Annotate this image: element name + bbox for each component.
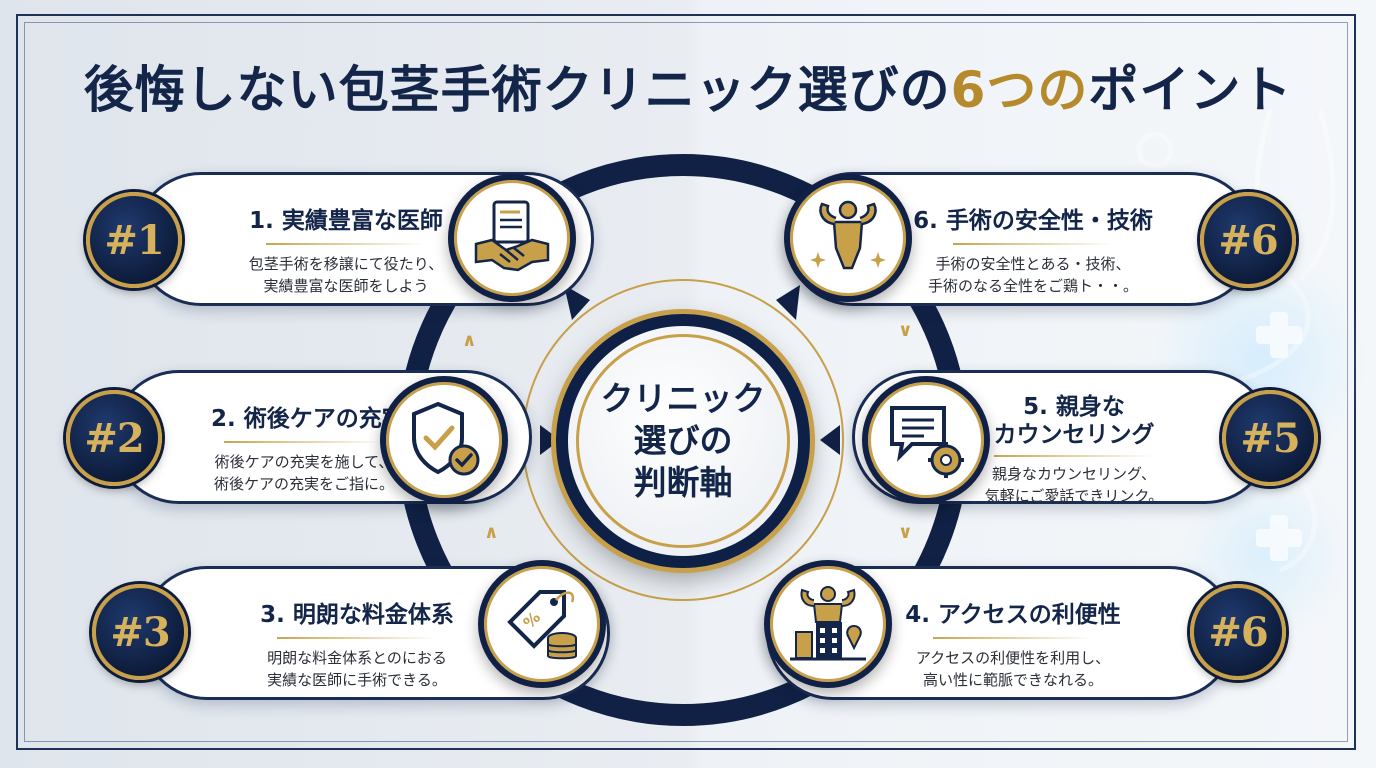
center-gold-ring [576, 334, 790, 548]
badge-number: #6 [1208, 608, 1268, 656]
price-tag-coins-icon: % [507, 590, 577, 660]
point-heading: 6. 手術の安全性・技術 [913, 208, 1153, 234]
badge-5: #5 [1222, 390, 1318, 486]
page-title: 後悔しない包茎手術クリニック選びの6つのポイント [0, 50, 1376, 122]
title-text: 後悔しない包茎手術クリニック選びの [83, 61, 951, 119]
gold-divider [994, 455, 1154, 457]
point-heading: 3. 明朗な料金体系 [260, 602, 454, 628]
point-desc: 手術のなる全性をご鶏ト・・。 [927, 277, 1138, 295]
point-heading-line: カウンセリング [993, 422, 1155, 448]
badge-1: #1 [86, 192, 182, 288]
badge-3: #3 [92, 584, 188, 680]
gold-divider [953, 243, 1113, 245]
point-desc: 高い性に範脈できなれる。 [922, 671, 1103, 689]
icon-circle-1 [448, 174, 576, 302]
point-heading: 4. アクセスの利便性 [905, 602, 1121, 628]
title-text-end: ポイント [1088, 61, 1293, 119]
badge-6-bottom: #6 [1190, 584, 1286, 680]
point-desc: 気軽にご愛話できリンク。 [984, 487, 1164, 505]
point-desc: 術後ケアの充実を施して、 [214, 453, 394, 471]
chat-gear-icon [890, 406, 964, 478]
icon-circle-4 [764, 560, 892, 688]
center-hub: クリニック 選びの 判断軸 [556, 314, 810, 568]
icon-circle-5 [862, 376, 990, 504]
badge-number: #5 [1240, 414, 1300, 462]
point-heading: 1. 実績豊富な医師 [249, 208, 443, 234]
badge-number: #1 [104, 216, 164, 264]
point-desc: 実績豊富な医師をしよう [263, 277, 429, 295]
strong-body-icon [810, 200, 886, 270]
chevron-down-icon: ∨ [898, 522, 913, 543]
shield-check-icon [412, 401, 480, 476]
icon-circle-6 [784, 174, 912, 302]
badge-number: #2 [84, 414, 144, 462]
building-location-icon [790, 586, 866, 661]
point-desc: 包茎手術を移譲にて役たり、 [248, 255, 444, 273]
icon-circle-3: % [478, 560, 606, 688]
point-desc: アクセスの利便性を利用し、 [915, 649, 1111, 667]
chevron-up-icon: ∧ [484, 522, 499, 543]
chevron-up-icon: ∧ [462, 330, 477, 351]
point-desc: 手術の安全性とある・技術、 [935, 255, 1131, 273]
gold-divider [277, 637, 437, 639]
badge-number: #3 [110, 608, 170, 656]
badge-2: #2 [66, 390, 162, 486]
point-desc: 術後ケアの充実をご指に。 [213, 475, 394, 493]
point-heading: 5. 親身なカウンセリング [977, 393, 1171, 449]
point-desc: 明朗な料金体系とのにおる [267, 649, 447, 667]
gold-divider [933, 637, 1093, 639]
handshake-document-icon [474, 200, 550, 272]
gold-divider [266, 243, 426, 245]
chevron-down-icon: ∨ [898, 320, 913, 341]
title-highlight: 6つの [950, 61, 1089, 119]
point-desc: 実績な医師に手術できる。 [267, 671, 447, 689]
gold-divider [224, 441, 384, 443]
point-heading-line: 5. 親身な [1023, 394, 1125, 420]
icon-circle-2 [380, 376, 508, 504]
point-heading: 2. 術後ケアの充実 [211, 406, 405, 432]
badge-6-top: #6 [1200, 192, 1296, 288]
badge-number: #6 [1218, 216, 1278, 264]
point-desc: 親身なカウンセリング、 [992, 465, 1156, 483]
